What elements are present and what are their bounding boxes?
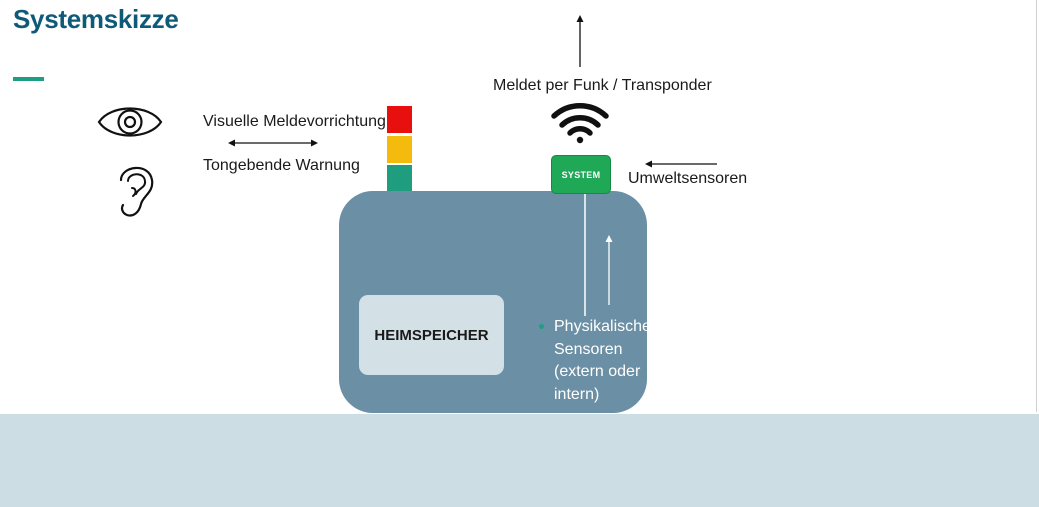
sensor-up-arrow [605, 235, 613, 305]
ground-area [0, 414, 1039, 507]
ear-icon [119, 166, 154, 217]
bullet-dot [539, 324, 544, 329]
sensor-line-4: intern) [554, 385, 600, 403]
label-visual-signal: Visuelle Meldevorrichtung [203, 113, 386, 130]
eye-icon [97, 107, 163, 137]
label-acoustic-warning: Tongebende Warnung [203, 157, 360, 174]
sensor-line-3: (extern oder [554, 363, 641, 380]
sensor-line-2: Sensoren [554, 340, 623, 358]
double-arrow [228, 139, 318, 147]
sensor-line-1: Physikalische [554, 318, 651, 335]
signal-light-red [387, 106, 412, 133]
env-sensor-arrow [645, 160, 717, 168]
radio-up-arrow [576, 15, 584, 67]
system-chip: SYSTEM [551, 155, 611, 194]
system-connection-line [584, 192, 586, 316]
physical-sensors-text: Physikalische Sensoren (extern oder inte… [554, 316, 654, 406]
signal-light-yellow [387, 136, 412, 163]
label-radio-transponder: Meldet per Funk / Transponder [493, 77, 712, 94]
signal-light-green [387, 165, 412, 192]
home-storage-box: HEIMSPEICHER [359, 295, 504, 375]
page-title: Systemskizze [13, 4, 179, 34]
title-accent-bar [13, 77, 44, 81]
slide-edge [1036, 0, 1037, 412]
wifi-icon [551, 102, 609, 144]
label-environment-sensors: Umweltsensoren [628, 170, 748, 187]
